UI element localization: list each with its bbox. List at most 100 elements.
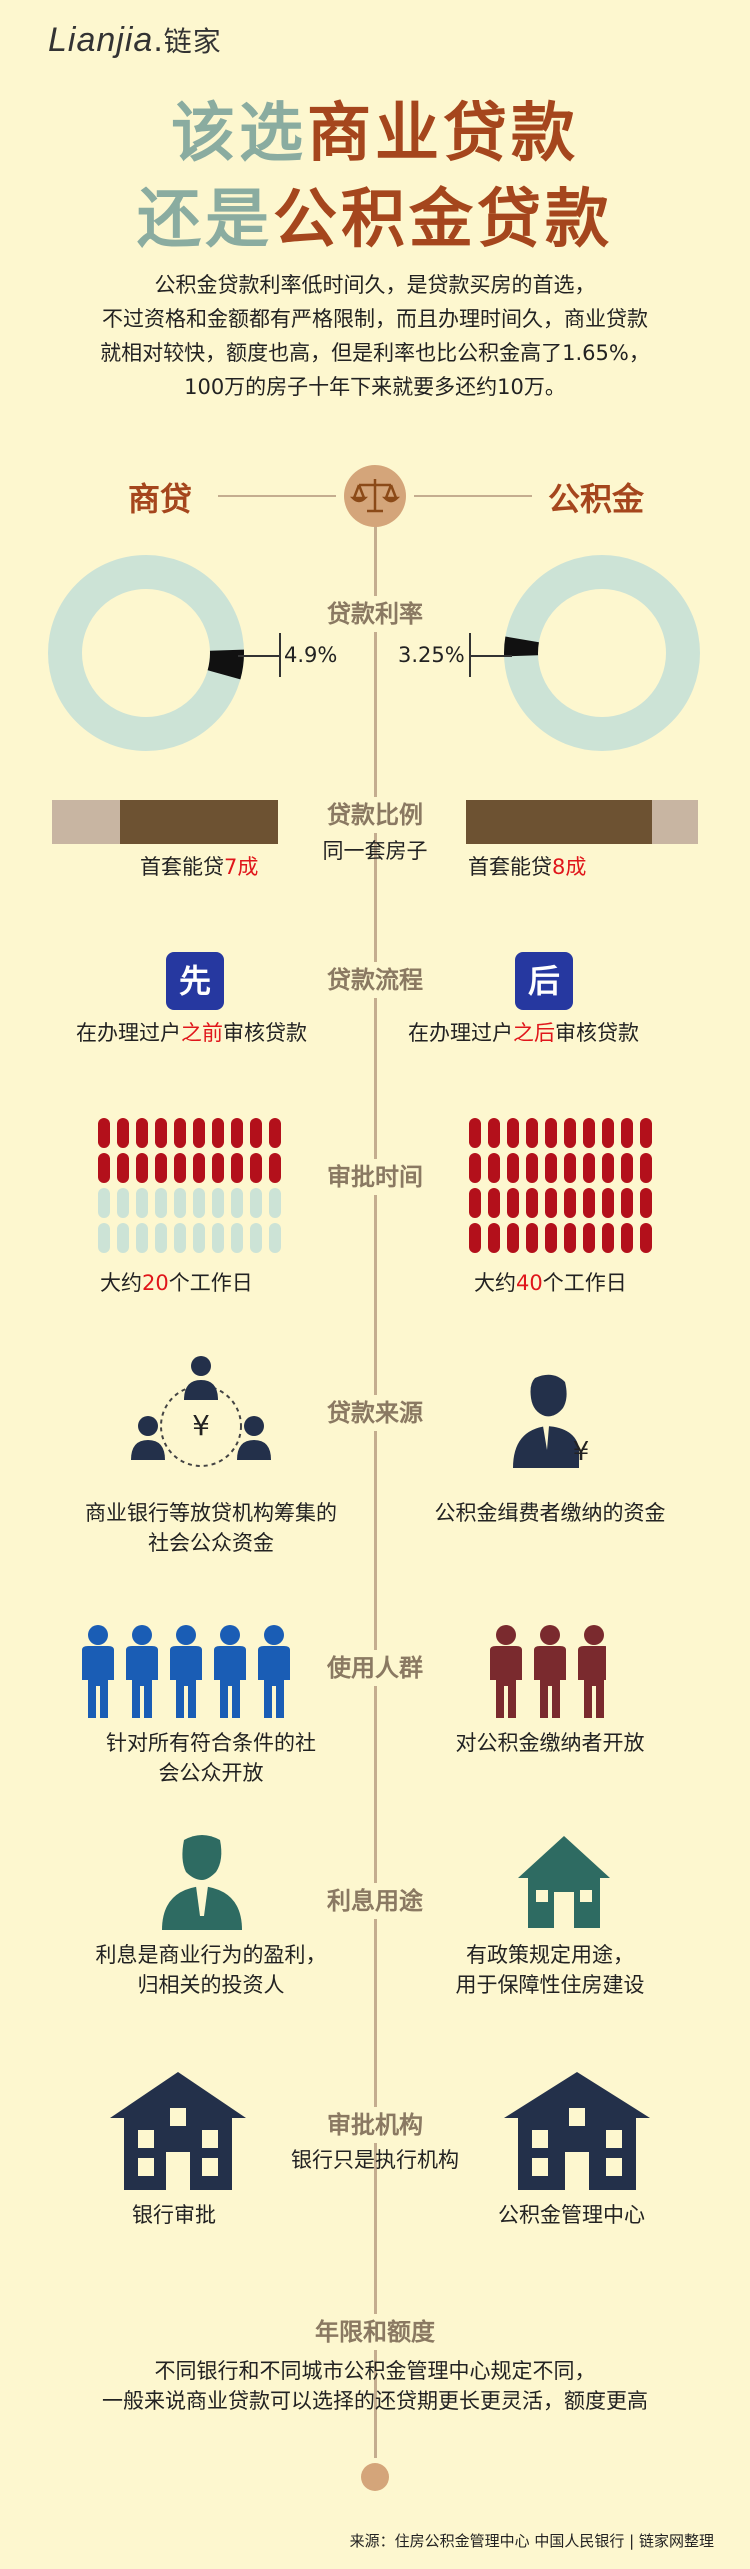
interest-text: 归相关的投资人 bbox=[137, 1973, 285, 1997]
day-pill bbox=[602, 1223, 614, 1253]
leader-line bbox=[238, 655, 280, 657]
column-fund-title: 公积金 bbox=[548, 480, 645, 518]
person-yen-icon: ¥ bbox=[513, 1374, 590, 1468]
day-pill bbox=[564, 1188, 576, 1218]
section-institution: 审批机构 bbox=[0, 2105, 750, 2143]
section-source-label: 贷款来源 bbox=[321, 1395, 429, 1431]
day-pill bbox=[564, 1223, 576, 1253]
day-pill bbox=[193, 1118, 205, 1148]
timeline-axis bbox=[374, 508, 377, 2458]
days-grid-commercial bbox=[98, 1118, 288, 1258]
ratio-text: 首套能贷 bbox=[140, 855, 224, 879]
day-pill bbox=[117, 1153, 129, 1183]
day-pill bbox=[507, 1118, 519, 1148]
day-pill bbox=[250, 1153, 262, 1183]
person-icon bbox=[258, 1625, 290, 1718]
rate-donut-fund bbox=[504, 555, 700, 751]
days-grid-fund bbox=[469, 1118, 659, 1258]
day-pill bbox=[231, 1153, 243, 1183]
day-pill bbox=[583, 1118, 595, 1148]
process-text: 审核贷款 bbox=[555, 1021, 639, 1045]
people-network-yen-icon: ¥ bbox=[131, 1356, 271, 1467]
day-pill bbox=[526, 1223, 538, 1253]
ratio-text: 首套能贷 bbox=[468, 855, 552, 879]
day-pill bbox=[250, 1188, 262, 1218]
term-line: 不同银行和不同城市公积金管理中心规定不同， bbox=[154, 2359, 596, 2383]
day-pill bbox=[602, 1188, 614, 1218]
day-pill bbox=[602, 1118, 614, 1148]
day-pill bbox=[545, 1188, 557, 1218]
interest-text: 用于保障性住房建设 bbox=[455, 1973, 645, 1997]
donut-ring bbox=[48, 555, 244, 751]
day-pill bbox=[193, 1153, 205, 1183]
footer-source: 来源：住房公积金管理中心 中国人民银行 | 链家网整理 bbox=[349, 2532, 714, 2550]
svg-text:¥: ¥ bbox=[573, 1437, 590, 1467]
process-text: 审核贷款 bbox=[223, 1021, 307, 1045]
person-icon bbox=[578, 1625, 606, 1718]
day-pill bbox=[526, 1188, 538, 1218]
approval-text: 个工作日 bbox=[542, 1271, 627, 1295]
approval-highlight: 20 bbox=[142, 1271, 169, 1295]
day-pill bbox=[212, 1153, 224, 1183]
lianjia-logo: Lianjia.链家 bbox=[48, 21, 222, 59]
intro-line: 不过资格和金额都有严格限制，而且办理时间久，商业贷款 bbox=[102, 307, 648, 331]
day-pill bbox=[621, 1118, 633, 1148]
ratio-highlight: 7成 bbox=[224, 855, 259, 879]
rate-value-commercial: 4.9% bbox=[284, 643, 338, 667]
interest-label-commercial: 利息是商业行为的盈利， 归相关的投资人 bbox=[56, 1940, 366, 2000]
day-pill bbox=[640, 1223, 652, 1253]
day-pill bbox=[583, 1188, 595, 1218]
day-pill bbox=[488, 1188, 500, 1218]
ratio-label-fund: 首套能贷8成 bbox=[468, 852, 586, 882]
section-term-label: 年限和额度 bbox=[309, 2314, 441, 2350]
day-pill bbox=[155, 1223, 167, 1253]
day-pill bbox=[545, 1153, 557, 1183]
day-pill bbox=[136, 1188, 148, 1218]
day-pill bbox=[212, 1118, 224, 1148]
divider bbox=[218, 495, 336, 497]
logo-cn: 链家 bbox=[163, 25, 222, 58]
day-pill bbox=[136, 1118, 148, 1148]
ratio-bar-fund bbox=[466, 800, 698, 844]
section-interest-label: 利息用途 bbox=[321, 1883, 429, 1919]
column-commercial-title: 商贷 bbox=[128, 480, 193, 518]
section-approval: 审批时间 bbox=[0, 1157, 750, 1195]
process-text: 在办理过户 bbox=[76, 1021, 181, 1045]
ratio-highlight: 8成 bbox=[552, 855, 587, 879]
day-pill bbox=[526, 1153, 538, 1183]
intro-paragraph: 公积金贷款利率低时间久，是贷款买房的首选， 不过资格和金额都有严格限制，而且办理… bbox=[0, 268, 750, 404]
users-text: 针对所有符合条件的社 bbox=[106, 1731, 316, 1755]
day-pill bbox=[98, 1118, 110, 1148]
day-pill bbox=[212, 1188, 224, 1218]
day-pill bbox=[640, 1153, 652, 1183]
term-line: 一般来说商业贷款可以选择的还贷期更长更灵活，额度更高 bbox=[102, 2389, 648, 2413]
interest-label-fund: 有政策规定用途， 用于保障性住房建设 bbox=[400, 1940, 700, 2000]
intro-line: 100万的房子十年下来就要多还约10万。 bbox=[184, 375, 566, 399]
day-pill bbox=[98, 1188, 110, 1218]
day-pill bbox=[488, 1153, 500, 1183]
title-brown-1: 商业贷款 bbox=[307, 97, 579, 171]
section-users: 使用人群 bbox=[0, 1648, 750, 1686]
donut-slice bbox=[504, 555, 700, 751]
process-highlight: 之后 bbox=[513, 1021, 555, 1045]
day-pill bbox=[250, 1118, 262, 1148]
intro-line: 公积金贷款利率低时间久，是贷款买房的首选， bbox=[154, 273, 596, 297]
process-label-fund: 在办理过户之后审核贷款 bbox=[408, 1018, 639, 1048]
day-pill bbox=[507, 1223, 519, 1253]
day-pill bbox=[155, 1188, 167, 1218]
approval-text: 大约 bbox=[100, 1271, 142, 1295]
day-pill bbox=[507, 1153, 519, 1183]
day-pill bbox=[526, 1118, 538, 1148]
person-icon bbox=[214, 1625, 246, 1718]
day-pill bbox=[488, 1118, 500, 1148]
process-label-commercial: 在办理过户之前审核贷款 bbox=[76, 1018, 307, 1048]
title-gray-1: 该选 bbox=[171, 97, 307, 171]
day-pill bbox=[545, 1223, 557, 1253]
approval-label-commercial: 大约20个工作日 bbox=[100, 1268, 253, 1298]
day-pill bbox=[117, 1118, 129, 1148]
source-text: 社会公众资金 bbox=[148, 1531, 274, 1555]
leader-line bbox=[469, 633, 471, 677]
rate-value-fund: 3.25% bbox=[398, 643, 465, 667]
title-brown-2: 公积金贷款 bbox=[273, 183, 613, 257]
day-pill bbox=[98, 1223, 110, 1253]
